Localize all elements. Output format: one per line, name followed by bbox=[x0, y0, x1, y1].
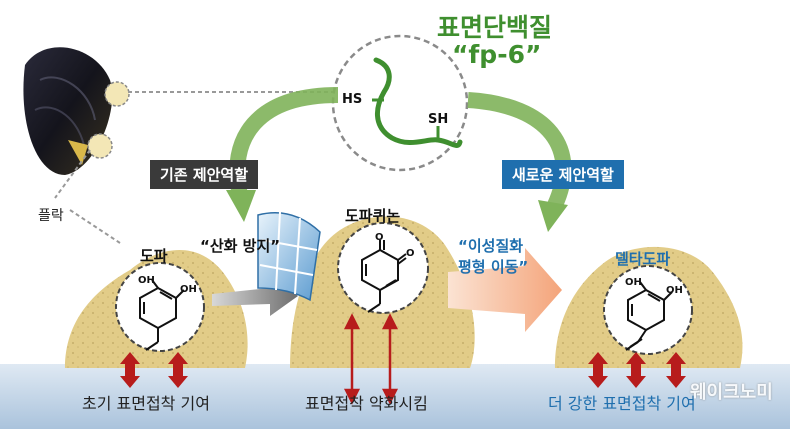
zoom-line-plaque-1 bbox=[54, 149, 91, 199]
bottom-left-caption: 초기 표면접착 기여 bbox=[82, 394, 210, 413]
thiol-left-label: HS bbox=[342, 92, 363, 107]
new-role-arrowhead bbox=[538, 200, 568, 232]
bottom-middle-caption: 표면접착 약화시킴 bbox=[305, 394, 428, 413]
delta-dopa-molecule-circle bbox=[603, 265, 693, 355]
protein-chain bbox=[373, 57, 463, 148]
dopa-label: 도파 bbox=[140, 247, 168, 265]
bottom-right-caption: 더 강한 표면접착 기여 bbox=[548, 394, 696, 413]
isomerization-arrow bbox=[448, 248, 562, 332]
dopaquinone-o-1: O bbox=[375, 232, 384, 243]
dopaquinone-adhesion-arrows bbox=[343, 313, 399, 405]
dopa-oh-2: OH bbox=[180, 284, 197, 295]
delta-dopa-label: 델타도파 bbox=[615, 250, 671, 268]
plaque-zoom-circle bbox=[87, 133, 113, 159]
title-line2: “fp-6” bbox=[452, 40, 542, 69]
byssus-zoom-circle bbox=[104, 81, 130, 107]
dopa-structure bbox=[139, 279, 185, 351]
isomerization-label-2: 평형 이동” bbox=[458, 258, 529, 276]
delta-dopa-oh-1: OH bbox=[625, 277, 642, 288]
delta-dopa-adhesion-arrows bbox=[588, 352, 686, 388]
dopaquinone-label: 도파퀴논 bbox=[345, 207, 401, 225]
title-line1: 표면단백질 bbox=[437, 13, 553, 42]
dopaquinone-molecule-circle bbox=[337, 222, 429, 314]
new-role-arrow bbox=[467, 92, 572, 209]
dopa-molecule-circle bbox=[115, 262, 205, 352]
shield-icon bbox=[257, 211, 321, 302]
zoom-line-plaque-2 bbox=[69, 209, 121, 244]
oxidation-prevention-label: “산화 방지” bbox=[200, 237, 281, 255]
isomerization-label-1: “이성질화 bbox=[458, 237, 524, 255]
dopaquinone-structure bbox=[361, 240, 407, 313]
delta-dopa-oh-2: OH bbox=[666, 285, 683, 296]
plaque-label: 플락 bbox=[38, 208, 64, 224]
delta-dopa-structure bbox=[625, 281, 673, 351]
dopa-adhesion-arrows bbox=[120, 352, 188, 388]
new-role-label: 새로운 제안역할 bbox=[502, 160, 624, 189]
dopaquinone-o-2: O bbox=[406, 248, 415, 259]
existing-role-arrowhead bbox=[226, 190, 256, 222]
watermark: 웨이크노미 bbox=[690, 382, 773, 403]
existing-role-label: 기존 제안역할 bbox=[150, 160, 259, 189]
dopa-oh-1: OH bbox=[138, 275, 155, 286]
thiol-right-label: SH bbox=[428, 112, 449, 127]
